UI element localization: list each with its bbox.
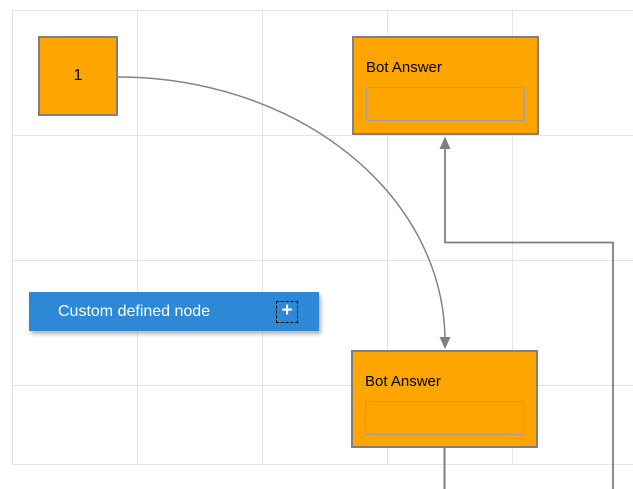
bot-answer-input[interactable] <box>365 401 524 435</box>
add-port-button[interactable]: + <box>276 300 298 323</box>
arrowhead-up-icon <box>439 136 451 149</box>
connector-curve-start-to-bottom[interactable] <box>117 76 446 342</box>
node-start[interactable]: 1 <box>38 36 118 116</box>
node-start-label: 1 <box>73 67 83 84</box>
bot-answer-title: Bot Answer <box>365 373 441 390</box>
node-bot-answer-bottom[interactable]: Bot Answer <box>351 350 538 448</box>
arrowhead-down-icon <box>439 337 451 349</box>
bot-answer-input[interactable] <box>366 87 525 121</box>
node-bot-answer-top[interactable]: Bot Answer <box>352 36 539 135</box>
custom-node-label: Custom defined node <box>58 302 211 320</box>
connector-elbow-to-top[interactable] <box>444 148 614 489</box>
bot-answer-title: Bot Answer <box>366 59 442 76</box>
plus-icon: + <box>281 300 293 321</box>
node-custom-defined[interactable]: Custom defined node + <box>29 292 319 331</box>
